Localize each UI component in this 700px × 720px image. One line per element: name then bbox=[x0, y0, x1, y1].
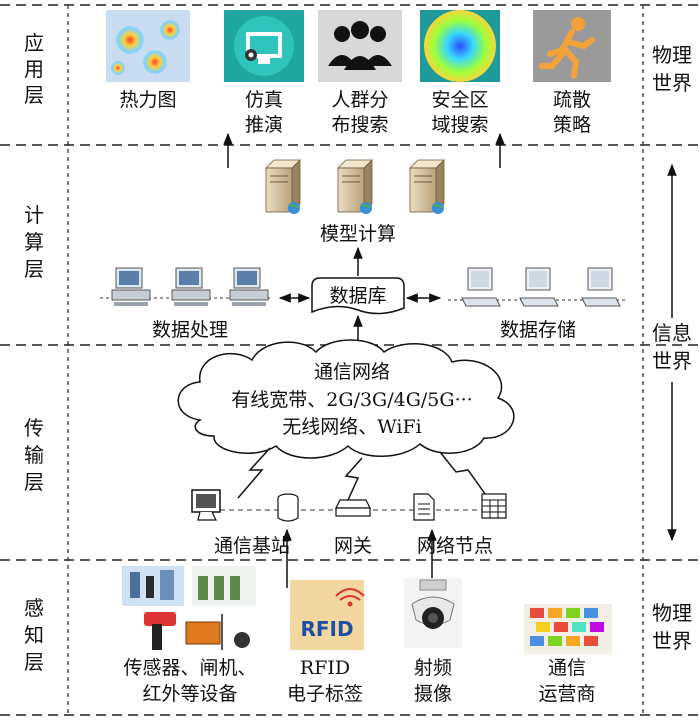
svg-text:域搜索: 域搜索 bbox=[431, 114, 488, 136]
lightning-link-icon bbox=[237, 447, 271, 499]
svg-text:仿真: 仿真 bbox=[245, 89, 283, 111]
running-person-icon bbox=[533, 10, 611, 82]
svg-text:应: 应 bbox=[24, 31, 44, 55]
perception-item-rfid: RFID RFID 电子标签 bbox=[287, 580, 365, 705]
desktop-computer-icon bbox=[461, 267, 501, 307]
svg-text:安全区: 安全区 bbox=[431, 89, 488, 111]
layer-label-computing: 计 算 层 bbox=[24, 203, 44, 281]
simulation-monitor-icon bbox=[224, 10, 304, 82]
right-label-information: 信息 世界 bbox=[652, 321, 692, 373]
app-item-heatmap: 热力图 bbox=[106, 10, 190, 111]
base-station-label: 通信基站 bbox=[214, 535, 290, 557]
layer-label-perception: 感 知 层 bbox=[24, 596, 44, 674]
lightning-link-icon bbox=[439, 451, 489, 499]
processing-computers bbox=[100, 267, 270, 306]
perception-item-sensors: 传感器、闸机、 红外等设备 bbox=[122, 566, 257, 705]
server-icon bbox=[409, 159, 445, 214]
svg-text:计: 计 bbox=[24, 203, 44, 227]
svg-text:世界: 世界 bbox=[652, 349, 692, 373]
data-storage-label: 数据存储 bbox=[500, 319, 576, 341]
app-item-simulation: 仿真 推演 bbox=[224, 10, 304, 136]
right-label-physical-top: 物理 世界 bbox=[652, 43, 692, 95]
svg-text:人群分: 人群分 bbox=[331, 89, 388, 111]
svg-text:传感器、闸机、: 传感器、闸机、 bbox=[123, 657, 256, 679]
server-icon bbox=[337, 159, 373, 214]
layer-label-application: 应 用 层 bbox=[24, 31, 44, 107]
calendar-icon bbox=[481, 493, 507, 519]
svg-text:热力图: 热力图 bbox=[119, 89, 176, 111]
right-label-physical-bottom: 物理 世界 bbox=[652, 601, 692, 653]
svg-text:层: 层 bbox=[24, 83, 44, 107]
svg-text:策略: 策略 bbox=[553, 114, 591, 136]
svg-text:射频: 射频 bbox=[414, 657, 452, 679]
svg-text:层: 层 bbox=[24, 470, 44, 494]
perception-item-camera: 射频 摄像 bbox=[404, 578, 462, 705]
app-item-evacuation: 疏散 策略 bbox=[533, 10, 611, 136]
svg-text:用: 用 bbox=[24, 57, 44, 81]
svg-text:物理: 物理 bbox=[652, 601, 692, 625]
svg-text:RFID: RFID bbox=[300, 657, 350, 679]
monitor-icon bbox=[191, 489, 221, 521]
desktop-computer-icon bbox=[111, 267, 151, 306]
svg-text:数据库: 数据库 bbox=[329, 285, 386, 307]
perception-item-operator: 通信 运营商 bbox=[524, 604, 612, 705]
svg-text:红外等设备: 红外等设备 bbox=[142, 683, 237, 705]
network-node-label: 网络节点 bbox=[417, 535, 493, 557]
database-cylinder-icon bbox=[277, 493, 299, 522]
svg-text:通信网络: 通信网络 bbox=[314, 361, 390, 383]
svg-text:布搜索: 布搜索 bbox=[331, 114, 388, 136]
safe-area-icon bbox=[420, 10, 500, 82]
svg-text:疏散: 疏散 bbox=[553, 89, 591, 111]
svg-text:层: 层 bbox=[24, 650, 44, 674]
model-computing-label: 模型计算 bbox=[320, 223, 396, 245]
svg-text:物理: 物理 bbox=[652, 43, 692, 67]
svg-text:算: 算 bbox=[24, 230, 44, 254]
svg-text:知: 知 bbox=[24, 623, 44, 647]
svg-text:电子标签: 电子标签 bbox=[287, 683, 363, 705]
svg-text:通信: 通信 bbox=[548, 657, 586, 679]
database-node: 数据库 bbox=[311, 277, 405, 315]
model-servers bbox=[265, 159, 445, 214]
svg-text:无线网络、WiFi: 无线网络、WiFi bbox=[282, 416, 422, 438]
document-icon bbox=[413, 493, 435, 521]
sensor-equipment-icon bbox=[122, 566, 256, 650]
desktop-computer-icon bbox=[581, 267, 621, 307]
svg-text:RFID: RFID bbox=[300, 617, 353, 641]
svg-text:有线宽带、2G/3G/4G/5G···: 有线宽带、2G/3G/4G/5G··· bbox=[231, 389, 472, 411]
dome-camera-icon bbox=[404, 578, 462, 648]
router-icon bbox=[335, 499, 371, 517]
svg-text:感: 感 bbox=[24, 596, 44, 620]
lightning-link-icon bbox=[344, 457, 363, 501]
layer-frame bbox=[0, 4, 700, 716]
svg-text:层: 层 bbox=[24, 257, 44, 281]
sim-cards-icon bbox=[524, 604, 612, 654]
storage-computers bbox=[448, 267, 628, 307]
desktop-computer-icon bbox=[171, 267, 211, 306]
desktop-computer-icon bbox=[519, 267, 559, 307]
layer-label-transport: 传 输 层 bbox=[24, 416, 44, 494]
svg-text:世界: 世界 bbox=[652, 629, 692, 653]
desktop-computer-icon bbox=[229, 267, 269, 306]
gateway-label: 网关 bbox=[334, 535, 372, 557]
crowd-icon bbox=[318, 10, 402, 82]
svg-text:推演: 推演 bbox=[245, 114, 283, 136]
rfid-tag-icon: RFID bbox=[290, 580, 365, 650]
svg-text:世界: 世界 bbox=[652, 71, 692, 95]
svg-text:输: 输 bbox=[24, 443, 44, 467]
svg-text:信息: 信息 bbox=[652, 321, 692, 345]
server-icon bbox=[265, 159, 301, 214]
app-item-crowd-search: 人群分 布搜索 bbox=[318, 10, 402, 136]
app-item-safe-area: 安全区 域搜索 bbox=[420, 10, 500, 136]
data-processing-label: 数据处理 bbox=[152, 319, 228, 341]
heatmap-icon bbox=[106, 10, 190, 82]
svg-text:运营商: 运营商 bbox=[538, 683, 595, 705]
svg-text:摄像: 摄像 bbox=[414, 683, 452, 705]
communication-network-cloud: 通信网络 有线宽带、2G/3G/4G/5G··· 无线网络、WiFi bbox=[177, 339, 515, 459]
svg-text:传: 传 bbox=[24, 416, 44, 440]
